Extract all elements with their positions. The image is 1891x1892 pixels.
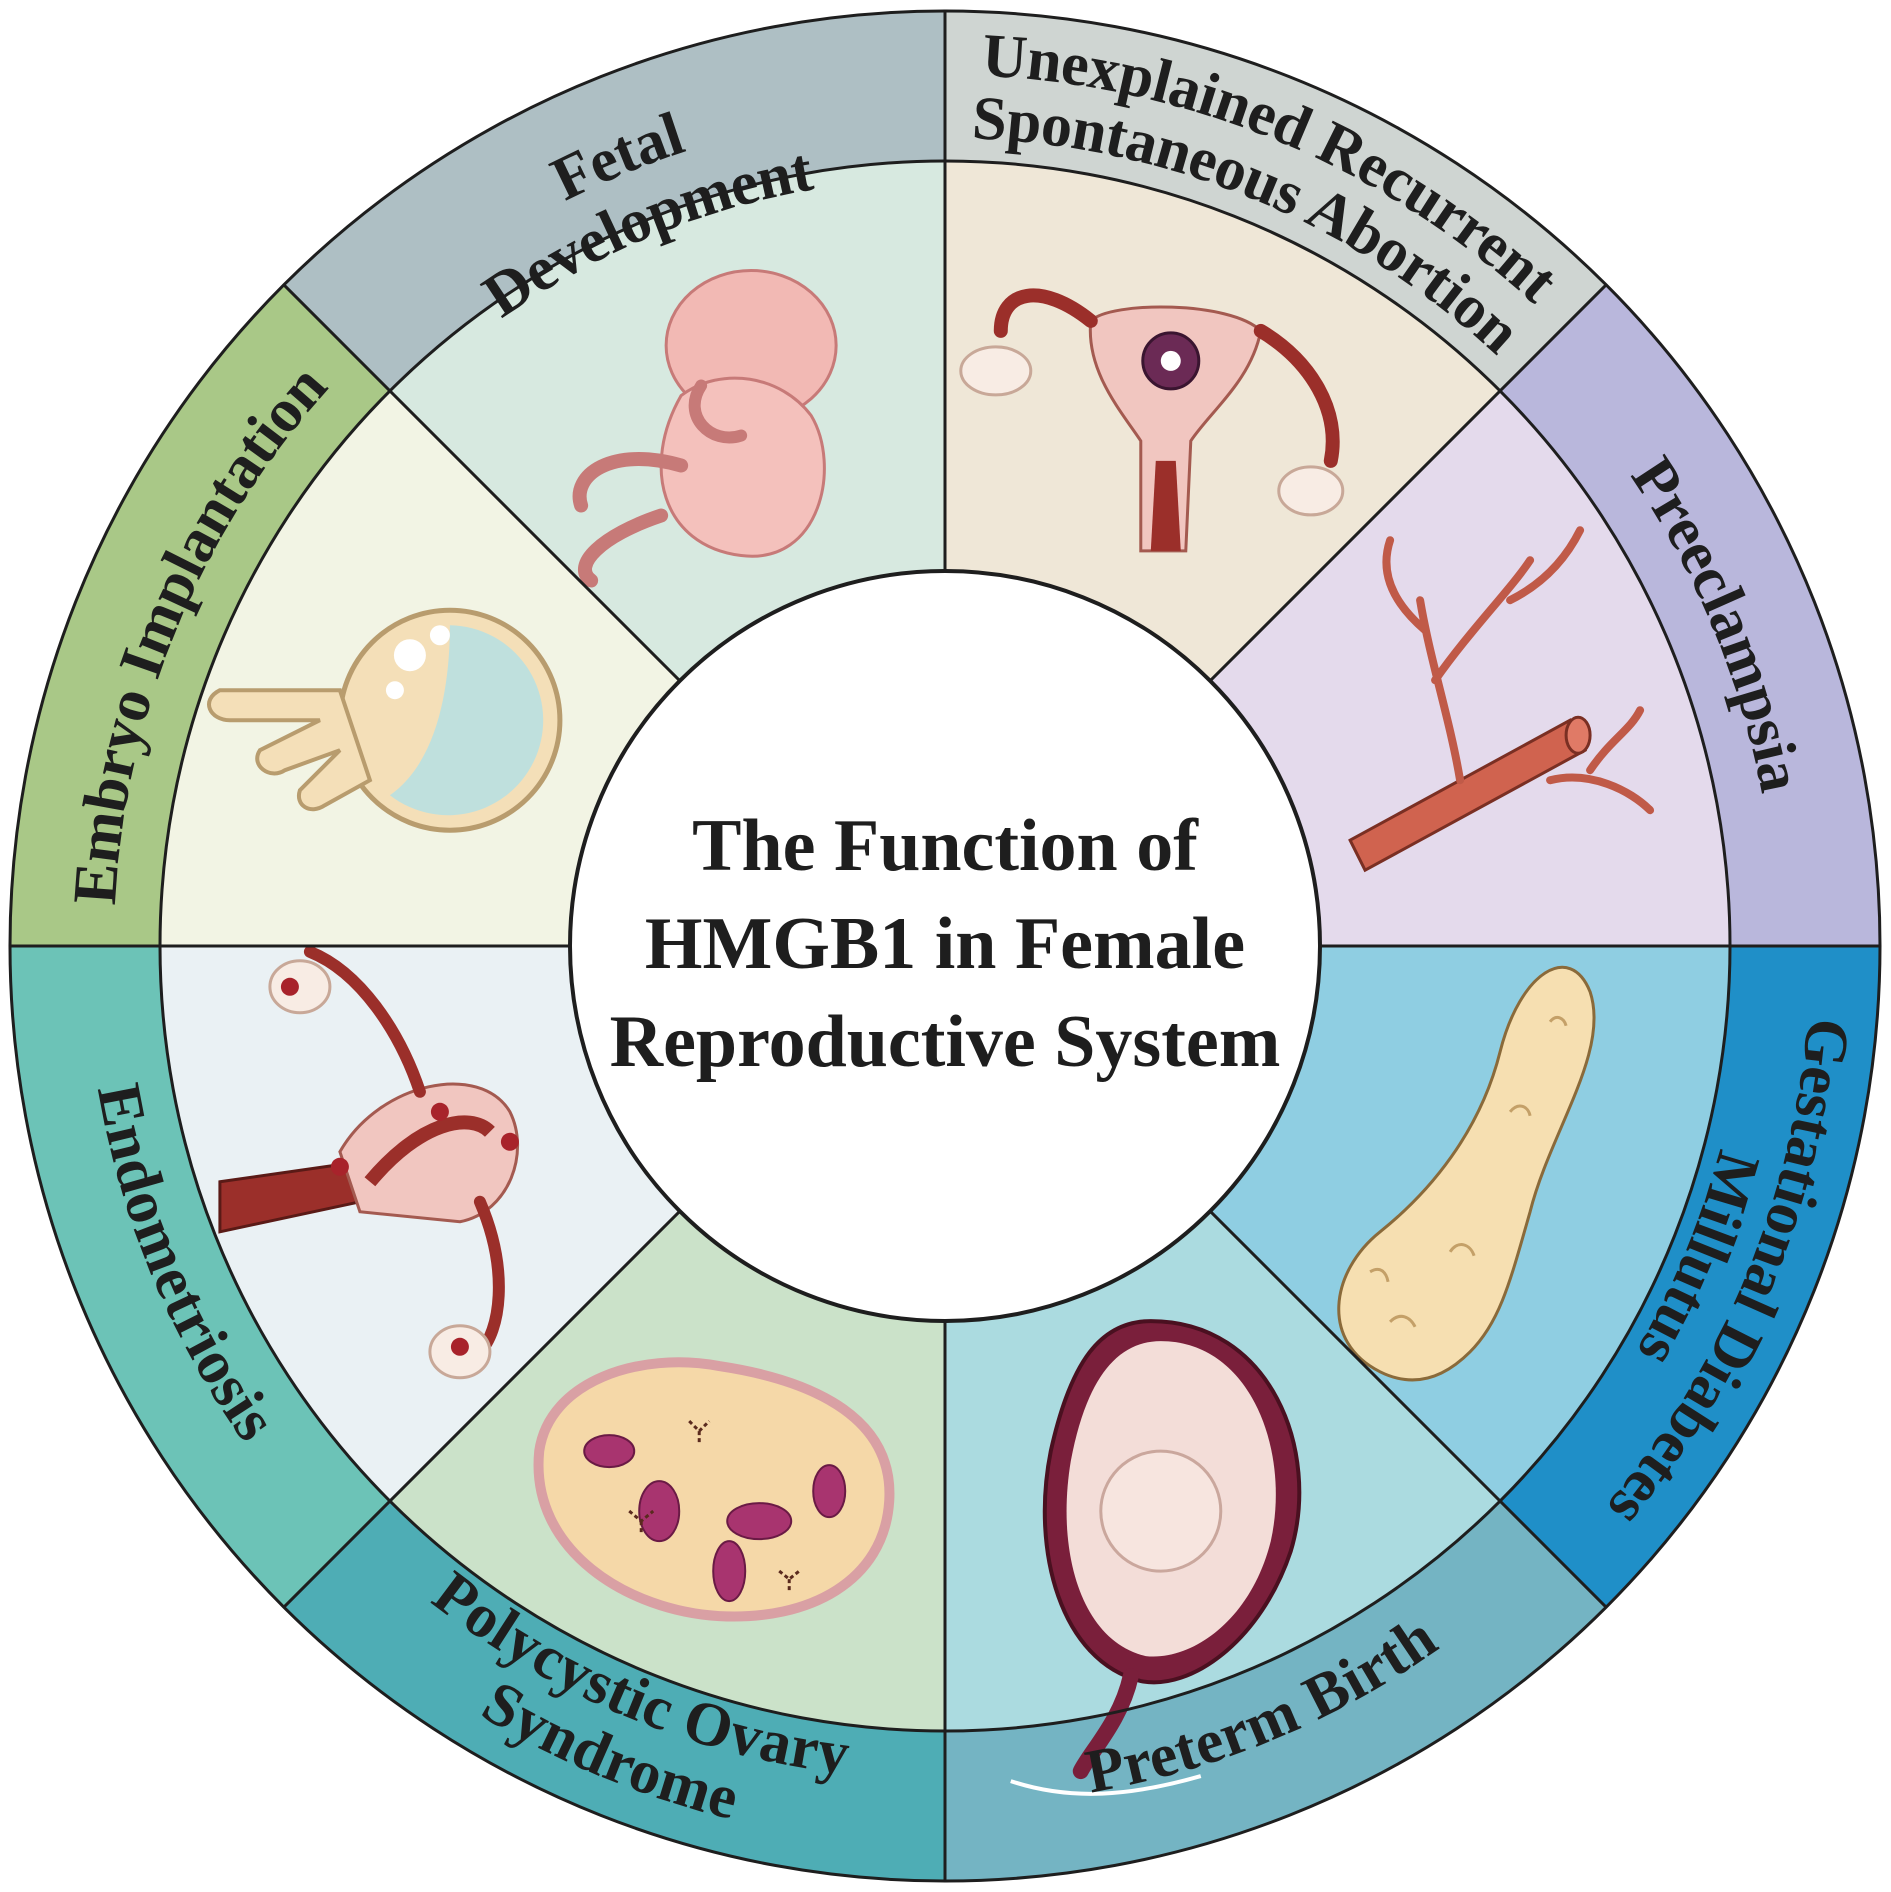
ring-segment-ursa <box>945 11 1607 391</box>
ring-segment-gdm <box>1500 946 1880 1608</box>
divider-line <box>282 1210 681 1609</box>
fetus-icon <box>572 269 838 588</box>
ring-segment-pcos <box>283 1501 945 1881</box>
divider-line <box>1209 283 1608 682</box>
pregnant-uterus-icon <box>1010 1319 1302 1796</box>
uterus-lesions-icon <box>218 945 519 1380</box>
wedge-endometriosis <box>160 946 680 1502</box>
center-title-line-1: The Function of <box>692 805 1199 887</box>
pancreas-icon <box>1337 965 1596 1382</box>
center-circle <box>568 569 1322 1323</box>
center-title-line-2: HMGB1 in Female <box>645 903 1245 985</box>
blastocyst-icon <box>207 607 563 833</box>
ring-segment-fetal <box>283 11 945 391</box>
wedge-ursa <box>945 161 1501 681</box>
ring-inner-border <box>158 159 1732 1733</box>
wedge-preeclampsia <box>1210 390 1730 947</box>
divider-line <box>1209 1210 1608 1609</box>
center-title-line-3: Reproductive System <box>610 1001 1281 1083</box>
blood-vessel-icon <box>1348 526 1655 873</box>
uterus-embryo-icon <box>959 288 1345 553</box>
polycystic-ovary-icon <box>533 1357 895 1622</box>
ring-outer-border <box>8 9 1882 1883</box>
ring-segment-implantation <box>10 284 390 946</box>
ring-segment-endometriosis <box>10 946 390 1608</box>
ring-segment-preeclampsia <box>1500 284 1880 946</box>
ring-segment-preterm <box>945 1501 1607 1881</box>
divider-line <box>282 283 681 682</box>
